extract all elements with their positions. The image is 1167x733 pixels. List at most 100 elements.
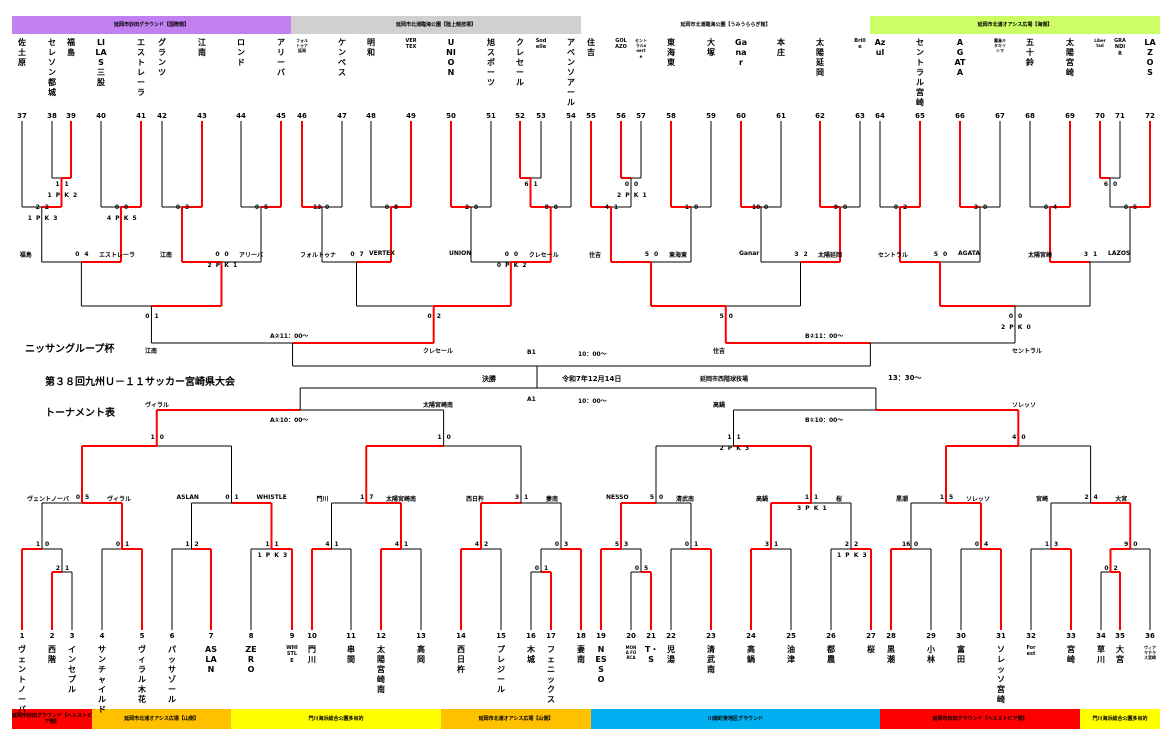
round-winner-name: ソレッソ [966, 496, 991, 503]
team-name: UNION [446, 38, 456, 77]
round-winner-name: 桜 [836, 496, 843, 503]
score-right: 2 [854, 541, 859, 548]
score-left: 0 [634, 565, 639, 572]
team-name: プレジール [497, 645, 505, 694]
score-left: 0 [114, 204, 119, 211]
score-right: 1 [1093, 251, 1098, 258]
team-name: 明和 [367, 38, 375, 57]
team-name: アベンソアール [567, 38, 575, 107]
team-name: Brille [854, 38, 866, 51]
team-number: 29 [926, 632, 936, 640]
score-right: 0 [654, 251, 659, 258]
score-left: 0 [534, 565, 539, 572]
score-left: 4 [325, 541, 330, 548]
round-winner-name: 東海東 [669, 252, 688, 259]
round-winner-name: 住吉 [589, 252, 602, 259]
score-left: 0 [145, 313, 150, 320]
team-number: 54 [566, 112, 576, 120]
team-name: 旭スポーツ [487, 38, 495, 87]
score-right: 3 [185, 204, 190, 211]
team-number: 7 [208, 632, 214, 640]
round-winner-name: LAZOS [1108, 250, 1131, 257]
score-right: 1 [736, 434, 741, 441]
team-number: 3 [69, 632, 75, 640]
team-number: 63 [855, 112, 865, 120]
score-right: 2 [903, 204, 908, 211]
team-number: 67 [995, 112, 1005, 120]
team-name: 福島 [67, 38, 75, 57]
team-number: 41 [136, 112, 146, 120]
team-name: ヴィアマテラス宮崎 [1144, 645, 1156, 661]
round-winner-name: 大宮 [1115, 496, 1128, 503]
score-left: 4 [604, 204, 609, 211]
round-winner-name: 門川 [316, 496, 329, 503]
team-number: 40 [96, 112, 106, 120]
score-right: 0 [513, 251, 519, 258]
team-number: 30 [956, 632, 966, 640]
cup-name: ニッサングループ杯 [25, 344, 115, 355]
pk-score: 2 P K 1 [617, 192, 648, 199]
venue-band: 門川海浜総合公園多目的 [231, 709, 441, 729]
score-right: 0 [694, 204, 699, 211]
team-number: 24 [746, 632, 756, 640]
team-number: 10 [307, 632, 317, 640]
round-winner-name: 太陽延岡 [818, 252, 843, 259]
team-number: 51 [486, 112, 496, 120]
team-number: 53 [536, 112, 546, 120]
score-right: 2 [484, 541, 489, 548]
team-number: 46 [297, 112, 307, 120]
score-right: 8 [394, 204, 399, 211]
semifinalist: 住吉 [713, 348, 726, 355]
score-left: 13 [313, 204, 322, 211]
team-name: Azul [874, 38, 886, 57]
score-left: 2 [464, 204, 469, 211]
score-left: 2 [35, 204, 40, 211]
pk-score: 2 P K 0 [1001, 324, 1032, 331]
team-name: 高鍋 [747, 645, 755, 664]
venue-band: 川南町東地区グラウンド [591, 709, 880, 729]
team-number: 21 [646, 632, 656, 640]
score-right: 2 [436, 313, 441, 320]
score-left: 0 [225, 494, 230, 501]
team-number: 48 [366, 112, 376, 120]
round-winner-name: セントラル [878, 252, 909, 259]
score-right: 4 [1053, 204, 1058, 211]
score-right: 0 [943, 251, 948, 258]
score-right: 1 [154, 313, 159, 320]
score-left: 0 [1123, 204, 1128, 211]
score-left: 5 [649, 494, 654, 501]
round-winner-name: NESSO [606, 494, 629, 501]
pk-score: 0 P K 2 [496, 262, 528, 269]
team-number: 16 [526, 632, 536, 640]
team-number: 22 [666, 632, 676, 640]
team-number: 66 [955, 112, 965, 120]
score-right: 7 [359, 251, 364, 258]
score-left: 3 [1083, 251, 1088, 258]
score-right: 1 [404, 541, 409, 548]
tournament-title: 第３８回九州Ｕ－１１サッカー宮崎県大会 [45, 377, 235, 388]
team-number: 28 [886, 632, 896, 640]
qf-a1-time: A①10：00～ [270, 417, 309, 424]
round-winner-name: 清武南 [676, 496, 695, 503]
score-left: 4 [1012, 434, 1017, 441]
team-name: T・S [645, 645, 659, 664]
round-winner-name: AGATA [958, 250, 981, 257]
score-left: 9 [1124, 541, 1129, 548]
team-name: セントラルsoerte [635, 38, 647, 59]
team-name: 清武南 [707, 645, 715, 674]
team-name: ヴィラル木花 [138, 645, 146, 704]
score-right: 0 [124, 204, 129, 211]
score-left: 1 [360, 494, 365, 501]
venue-band: 門川海浜総合公園多目的 [1080, 709, 1160, 729]
score-right: 4 [84, 251, 89, 258]
round-winner-name: 江南 [160, 252, 173, 259]
score-right: 2 [1113, 565, 1118, 572]
semi-b1-label: B1 [527, 349, 536, 356]
team-number: 1 [19, 632, 25, 640]
team-name: 門川 [308, 645, 316, 664]
team-name: GOLAZO [615, 38, 627, 51]
team-number: 36 [1145, 632, 1155, 640]
score-right: 3 [1054, 541, 1059, 548]
team-name: 太陽延岡 [816, 38, 824, 77]
